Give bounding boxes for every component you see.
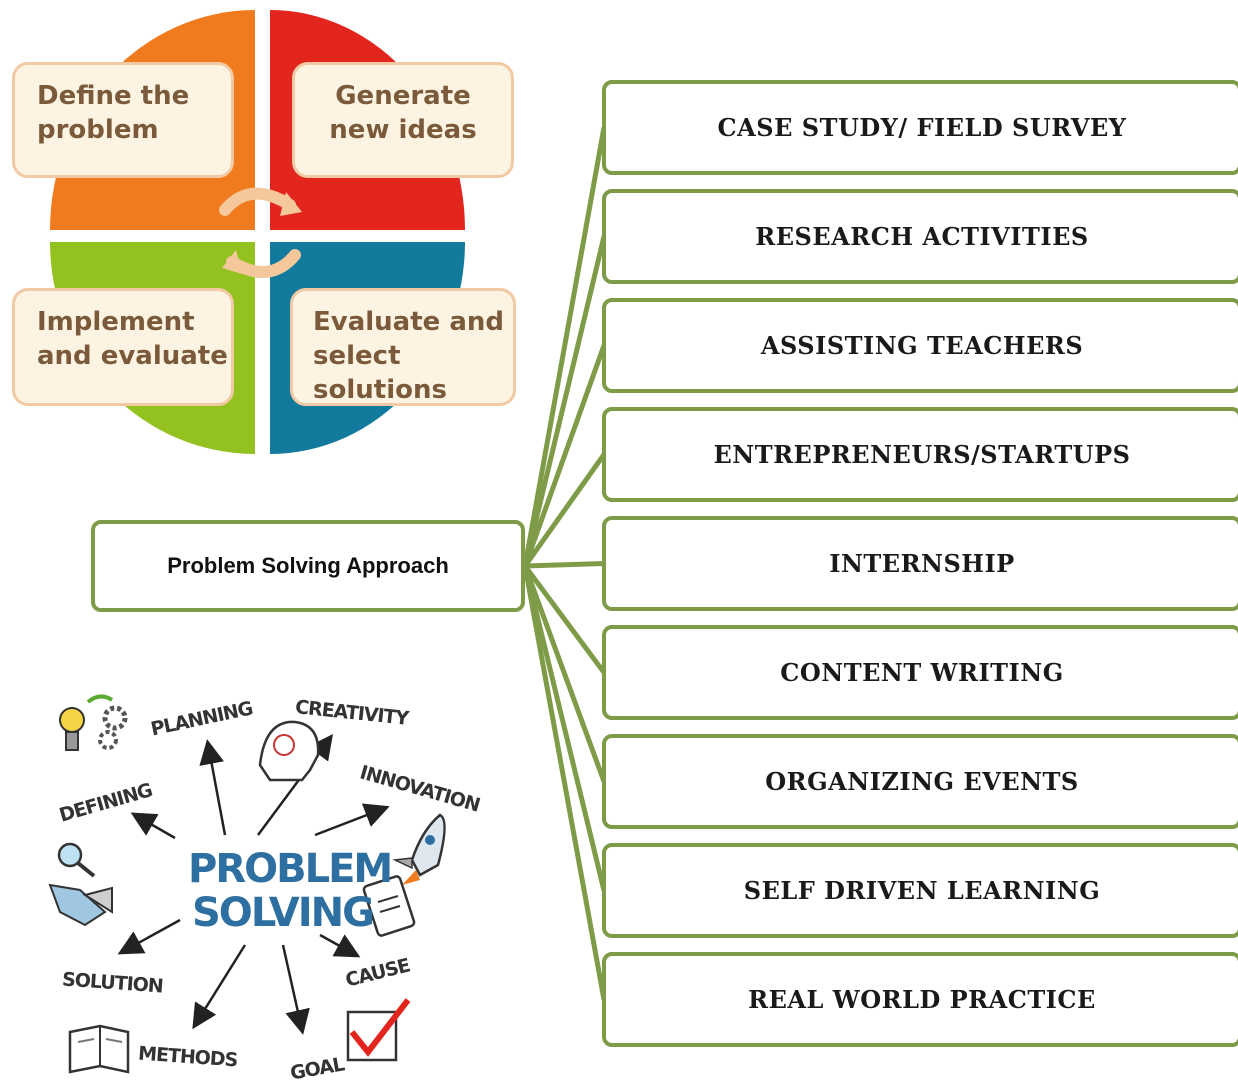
problem-solving-cycle-graphic: Define the problem Generate new ideas Im… [0, 0, 560, 470]
item-box-organizing-events: ORGANIZING EVENTS [602, 734, 1238, 829]
item-box-entrepreneurs: ENTREPRENEURS/STARTUPS [602, 407, 1238, 502]
item-box-content-writing: CONTENT WRITING [602, 625, 1238, 720]
item-label: ENTREPRENEURS/STARTUPS [713, 440, 1131, 469]
cloud-title-solving: SOLVING [192, 890, 375, 936]
cloud-arrows [48, 694, 446, 1074]
cloud-title-problem: PROBLEM [188, 846, 393, 892]
handshake-icon [48, 883, 113, 927]
cycle-card-implement: Implement and evaluate [12, 288, 234, 406]
item-label: REAL WORLD PRACTICE [748, 985, 1096, 1014]
checkbox-checkmark-icon [346, 998, 411, 1062]
connector-line-0 [522, 127, 607, 567]
open-book-icon [68, 1024, 130, 1074]
lightbulb-gears-icon [59, 694, 128, 751]
item-box-internship: INTERNSHIP [602, 516, 1238, 611]
cycle-card-generate: Generate new ideas [292, 62, 514, 178]
connector-line-1 [522, 235, 607, 567]
connector-line-8 [522, 565, 607, 1000]
rocket-icon [392, 813, 446, 885]
hub-box: Problem Solving Approach [91, 520, 525, 612]
item-label: ORGANIZING EVENTS [765, 767, 1079, 796]
hub-label: Problem Solving Approach [167, 553, 449, 578]
magnifier-icon [57, 842, 96, 878]
connector-line-3 [522, 453, 607, 568]
connector-line-7 [522, 565, 607, 892]
item-label: SELF DRIVEN LEARNING [743, 876, 1101, 905]
item-label: CASE STUDY/ FIELD SURVEY [717, 113, 1127, 142]
item-label: RESEARCH ACTIVITIES [755, 222, 1089, 251]
item-box-case-study: CASE STUDY/ FIELD SURVEY [602, 80, 1238, 175]
item-label: INTERNSHIP [829, 549, 1015, 578]
item-box-self-driven-learning: SELF DRIVEN LEARNING [602, 843, 1238, 938]
cycle-arrowhead-bottom [222, 250, 242, 274]
connector-line-2 [522, 344, 607, 567]
head-brain-icon [258, 720, 320, 782]
cycle-arrow-top [219, 187, 296, 216]
item-box-research: RESEARCH ACTIVITIES [602, 189, 1238, 284]
item-label: ASSISTING TEACHERS [760, 331, 1084, 360]
connector-line-5 [522, 564, 607, 674]
connector-line-4 [524, 561, 605, 569]
item-label: CONTENT WRITING [780, 658, 1064, 687]
cycle-card-define: Define the problem [12, 62, 234, 178]
cycle-arrowhead-top [280, 192, 302, 216]
item-box-assisting-teachers: ASSISTING TEACHERS [602, 298, 1238, 393]
clipboard-pen-icon [362, 875, 416, 937]
cycle-card-evaluate: Evaluate and select solutions [290, 288, 516, 406]
problem-solving-word-cloud: PLANNING CREATIVITY INNOVATION DEFINING … [40, 680, 520, 1085]
item-box-real-world-practice: REAL WORLD PRACTICE [602, 952, 1238, 1047]
connector-line-6 [522, 565, 607, 783]
